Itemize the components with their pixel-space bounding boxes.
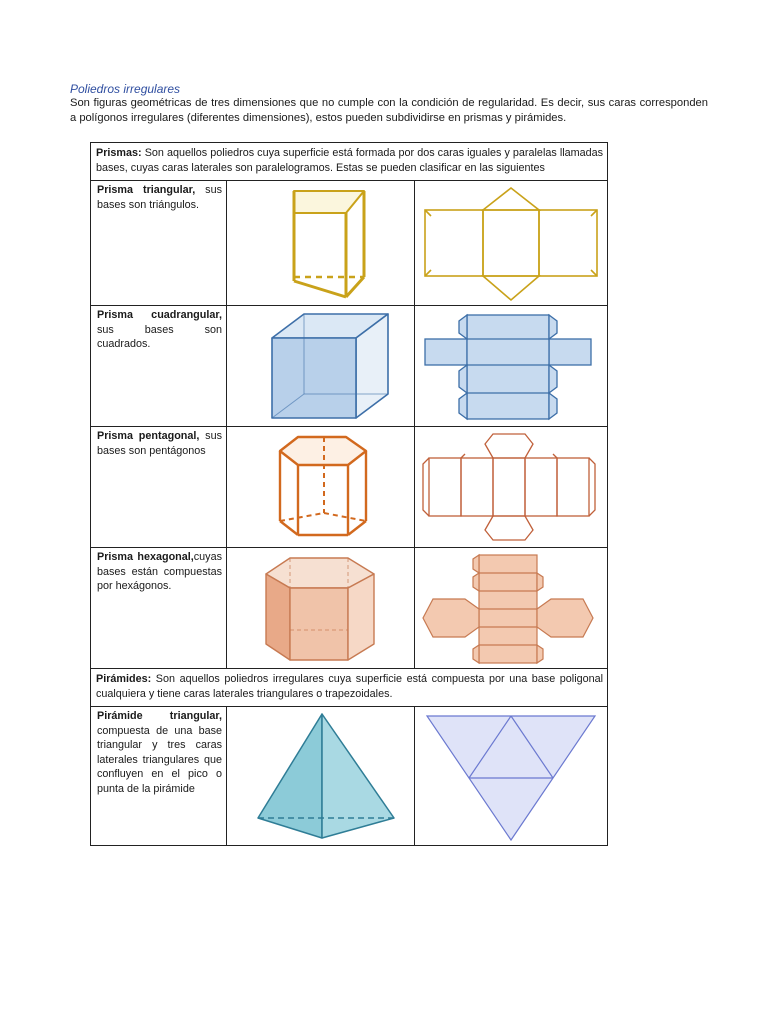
piramides-term: Pirámides: [96, 673, 152, 685]
triangular-pyramid-figure [256, 713, 395, 839]
pentagonal-prism-net-cell [413, 426, 609, 548]
polyhedra-table: Prismas: Son aquellos poliedros cuya sup… [89, 142, 609, 846]
piramides-header-row: Pirámides: Son aquellos poliedros irregu… [89, 668, 609, 707]
pentagonal-prism-net [422, 433, 596, 541]
row-term: Prisma cuadrangular, [97, 309, 222, 321]
row-text: sus bases son triángulos. [97, 184, 222, 211]
pentagonal-prism-figure-cell [226, 426, 415, 548]
cube-figure-cell [226, 305, 415, 427]
piramides-text: Son aquellos poliedros irregulares cuya … [96, 673, 604, 700]
table-row: Prisma hexagonal,cuyas bases están compu… [90, 547, 609, 669]
triangular-prism-net [424, 186, 598, 302]
triangular-prism-figure-cell [226, 180, 415, 306]
table-row: Pirámide triangular, compuesta de una ba… [90, 706, 609, 846]
row-text: sus bases son cuadrados. [97, 323, 222, 351]
cube-net [424, 313, 592, 421]
table-row: Prisma triangular, sus bases son triángu… [90, 180, 609, 306]
row-term: Prisma hexagonal, [97, 551, 194, 563]
cube-figure [270, 313, 389, 419]
row-text: sus bases son pentágonos [97, 430, 222, 457]
row-text: compuesta de una base triangular y tres … [97, 724, 222, 795]
row-term: Pirámide triangular, [97, 710, 222, 722]
hexagonal-prism-figure-cell [226, 547, 415, 669]
prismas-term: Prismas: [96, 147, 142, 159]
cube-description: Prisma cuadrangular, sus bases son cuadr… [90, 305, 227, 427]
row-term: Prisma triangular, [97, 184, 196, 196]
pentagonal-prism-description: Prisma pentagonal, sus bases son pentágo… [90, 426, 227, 548]
table-row: Prisma cuadrangular, sus bases son cuadr… [90, 305, 609, 427]
intro-paragraph: Son figuras geométricas de tres dimensio… [70, 97, 708, 124]
triangular-prism-figure [292, 190, 365, 299]
section-title: Poliedros irregulares [70, 82, 181, 96]
hexagonal-prism-net [422, 553, 594, 665]
table-row: Prisma pentagonal, sus bases son pentágo… [90, 426, 609, 548]
hexagonal-prism-description: Prisma hexagonal,cuyas bases están compu… [90, 547, 227, 669]
prismas-definition: Prismas: Son aquellos poliedros cuya sup… [89, 142, 609, 181]
triangular-prism-net-cell [413, 180, 609, 306]
triangular-pyramid-net-cell [413, 706, 609, 846]
hexagonal-prism-net-cell [413, 547, 609, 669]
hexagonal-prism-figure [264, 557, 375, 661]
triangular-pyramid-net [425, 715, 597, 842]
piramides-definition: Pirámides: Son aquellos poliedros irregu… [89, 668, 609, 707]
cube-net-cell [413, 305, 609, 427]
row-term: Prisma pentagonal, [97, 430, 200, 442]
pentagonal-prism-figure [278, 435, 367, 537]
prismas-text: Son aquellos poliedros cuya superficie e… [96, 147, 604, 174]
triangular-pyramid-description: Pirámide triangular, compuesta de una ba… [90, 706, 227, 846]
prismas-header-row: Prismas: Son aquellos poliedros cuya sup… [89, 142, 609, 181]
triangular-pyramid-figure-cell [226, 706, 415, 846]
triangular-prism-description: Prisma triangular, sus bases son triángu… [90, 180, 227, 306]
row-text: cuyas bases están compuestas por hexágon… [97, 551, 222, 592]
